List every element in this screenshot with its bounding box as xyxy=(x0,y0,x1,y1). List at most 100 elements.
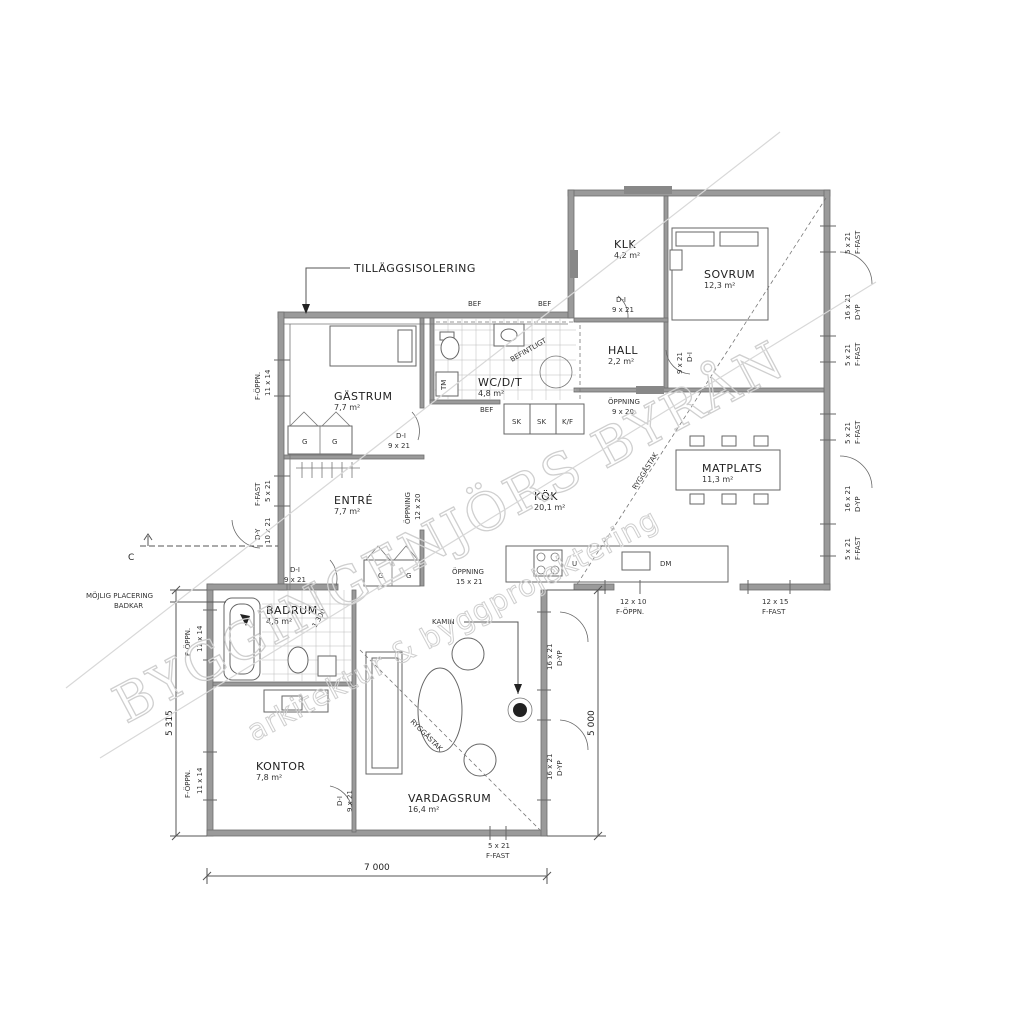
w-gastrum-type: F-ÖPPN. xyxy=(253,372,262,400)
fixture-dm: DM xyxy=(660,560,671,568)
room-kok-area: 20,1 m² xyxy=(534,503,565,512)
r-top-door-size: 16 x 21 xyxy=(844,294,852,320)
door-vardag-1-size: 16 x 21 xyxy=(546,644,554,670)
room-sovrum-name: SOVRUM xyxy=(704,268,755,281)
room-wc-name: WC/D/T xyxy=(478,376,522,389)
r-mat-fast2-type: F-FAST xyxy=(854,536,862,560)
ridge-line-2 xyxy=(359,649,541,831)
oppning-kok-size: 15 x 21 xyxy=(456,578,482,586)
door-vardag-2-type: D-YP xyxy=(556,760,564,776)
door-entre-type: D-Y xyxy=(254,528,262,540)
room-entre-name: ENTRÉ xyxy=(334,494,373,507)
oppning-entre-size: 12 x 20 xyxy=(414,494,422,520)
room-klk-name: KLK xyxy=(614,238,636,251)
room-badrum-name: BADRUM xyxy=(266,604,318,617)
fixture-u: U xyxy=(572,560,577,568)
r-mid-fast-type: F-FAST xyxy=(854,342,862,366)
badrum-tiles xyxy=(262,590,352,682)
di-hall-type: D-I xyxy=(686,352,694,362)
room-kok-name: KÖK xyxy=(534,490,558,503)
room-gastrum-area: 7,7 m² xyxy=(334,403,360,412)
di-entre-size: 9 x 21 xyxy=(284,576,306,584)
w-entre-size: 5 x 21 xyxy=(264,480,272,502)
di-klk-type: D-I xyxy=(616,296,626,304)
w-kok-1-type: F-ÖPPN. xyxy=(616,607,644,616)
bathtub-note: MÖJLIG PLACERING BADKAR xyxy=(86,591,250,626)
w-badrum-size: 11 x 14 xyxy=(196,625,204,652)
di-entre-type: D-I xyxy=(290,566,300,574)
di-kontor-size: 9 x 21 xyxy=(346,790,354,812)
r-top-door-type: D-YP xyxy=(854,304,862,320)
fixture-labels: SK SK K/F TM G G G G U DM xyxy=(302,380,671,580)
dimension-height-right: 5 000 xyxy=(587,710,597,736)
room-hall-name: HALL xyxy=(608,344,638,357)
section-marker: C xyxy=(128,533,278,563)
bef-label-3: BEF xyxy=(480,406,493,414)
fixture-g-4: G xyxy=(406,572,411,580)
di-gastrum-size: 9 x 21 xyxy=(388,442,410,450)
oppning-hall-type: ÖPPNING xyxy=(608,397,640,406)
insulation-leader: TILLÄGGSISOLERING xyxy=(302,262,476,314)
r-mat-fast2-size: 5 x 21 xyxy=(844,538,852,560)
room-labels: KLK 4,2 m² SOVRUM 12,3 m² HALL 2,2 m² WC… xyxy=(256,238,762,814)
r-top-fast-type: F-FAST xyxy=(854,230,862,254)
w-kontor-size: 11 x 14 xyxy=(196,767,204,794)
room-hall-area: 2,2 m² xyxy=(608,357,634,366)
windows xyxy=(203,225,836,840)
fixture-sk-2: SK xyxy=(537,418,546,426)
w-vardag-bottom-size: 5 x 21 xyxy=(488,842,510,850)
ridge-line-3 xyxy=(436,321,581,402)
kamin-leader: KAMIN xyxy=(432,618,522,694)
door-vardag-2-size: 16 x 21 xyxy=(546,754,554,780)
w-kok-2-size: 12 x 15 xyxy=(762,598,788,606)
room-vardagsrum-name: VARDAGSRUM xyxy=(408,792,491,805)
di-hall-size: 9 x 21 xyxy=(676,352,684,374)
r-mat-door-type: D-YP xyxy=(854,496,862,512)
w-badrum-type: F-ÖPPN. xyxy=(183,628,192,656)
room-vardagsrum-area: 16,4 m² xyxy=(408,805,439,814)
room-badrum-area: 4,6 m² xyxy=(266,617,292,626)
walls xyxy=(206,186,831,837)
kamin-label: KAMIN xyxy=(432,618,455,626)
oppning-hall-size: 9 x 20 xyxy=(612,408,634,416)
fixture-g-1: G xyxy=(302,438,307,446)
w-kok-2-type: F-FAST xyxy=(762,608,786,616)
door-swings xyxy=(231,251,873,809)
dimension-lines xyxy=(170,585,606,884)
oppning-kok-type: ÖPPNING xyxy=(452,567,484,576)
dimension-height-left: 5 315 xyxy=(165,710,175,736)
r-mat-fast1-size: 5 x 21 xyxy=(844,422,852,444)
r-mat-fast1-type: F-FAST xyxy=(854,420,862,444)
fixture-g-2: G xyxy=(332,438,337,446)
room-gastrum-name: GÄSTRUM xyxy=(334,390,392,403)
room-kontor-area: 7,8 m² xyxy=(256,773,282,782)
room-kontor-name: KONTOR xyxy=(256,760,306,773)
r-mat-door-size: 16 x 21 xyxy=(844,486,852,512)
insulation-label: TILLÄGGSISOLERING xyxy=(353,262,476,275)
fixture-g-3: G xyxy=(378,572,383,580)
room-sovrum-area: 12,3 m² xyxy=(704,281,735,290)
w-entre-type: F-FAST xyxy=(254,482,262,506)
r-top-fast-size: 5 x 21 xyxy=(844,232,852,254)
w-kontor-type: F-ÖPPN. xyxy=(183,770,192,798)
room-klk-area: 4,2 m² xyxy=(614,251,640,260)
section-label: C xyxy=(128,553,134,563)
opening-labels: D-I 9 x 21 D-I 9 x 21 D-I 9 x 21 ÖPPNING… xyxy=(284,296,788,860)
bathtub-note-line2: BADKAR xyxy=(114,602,143,610)
room-wc-area: 4,8 m² xyxy=(478,389,504,398)
di-gastrum-type: D-I xyxy=(396,432,406,440)
room-matplats-area: 11,3 m² xyxy=(702,475,733,484)
bathtub-note-line1: MÖJLIG PLACERING xyxy=(86,591,153,600)
room-matplats-name: MATPLATS xyxy=(702,462,762,475)
w-vardag-bottom-type: F-FAST xyxy=(486,852,510,860)
door-vardag-1-type: D-YP xyxy=(556,650,564,666)
r-mid-fast-size: 5 x 21 xyxy=(844,344,852,366)
bef-label-2: BEF xyxy=(538,300,551,308)
dimension-width: 7 000 xyxy=(364,863,390,873)
w-kok-1-size: 12 x 10 xyxy=(620,598,646,606)
fixture-tm: TM xyxy=(440,380,448,391)
bef-label-1: BEF xyxy=(468,300,481,308)
di-kontor-type: D-I xyxy=(336,796,344,806)
di-klk-size: 9 x 21 xyxy=(612,306,634,314)
